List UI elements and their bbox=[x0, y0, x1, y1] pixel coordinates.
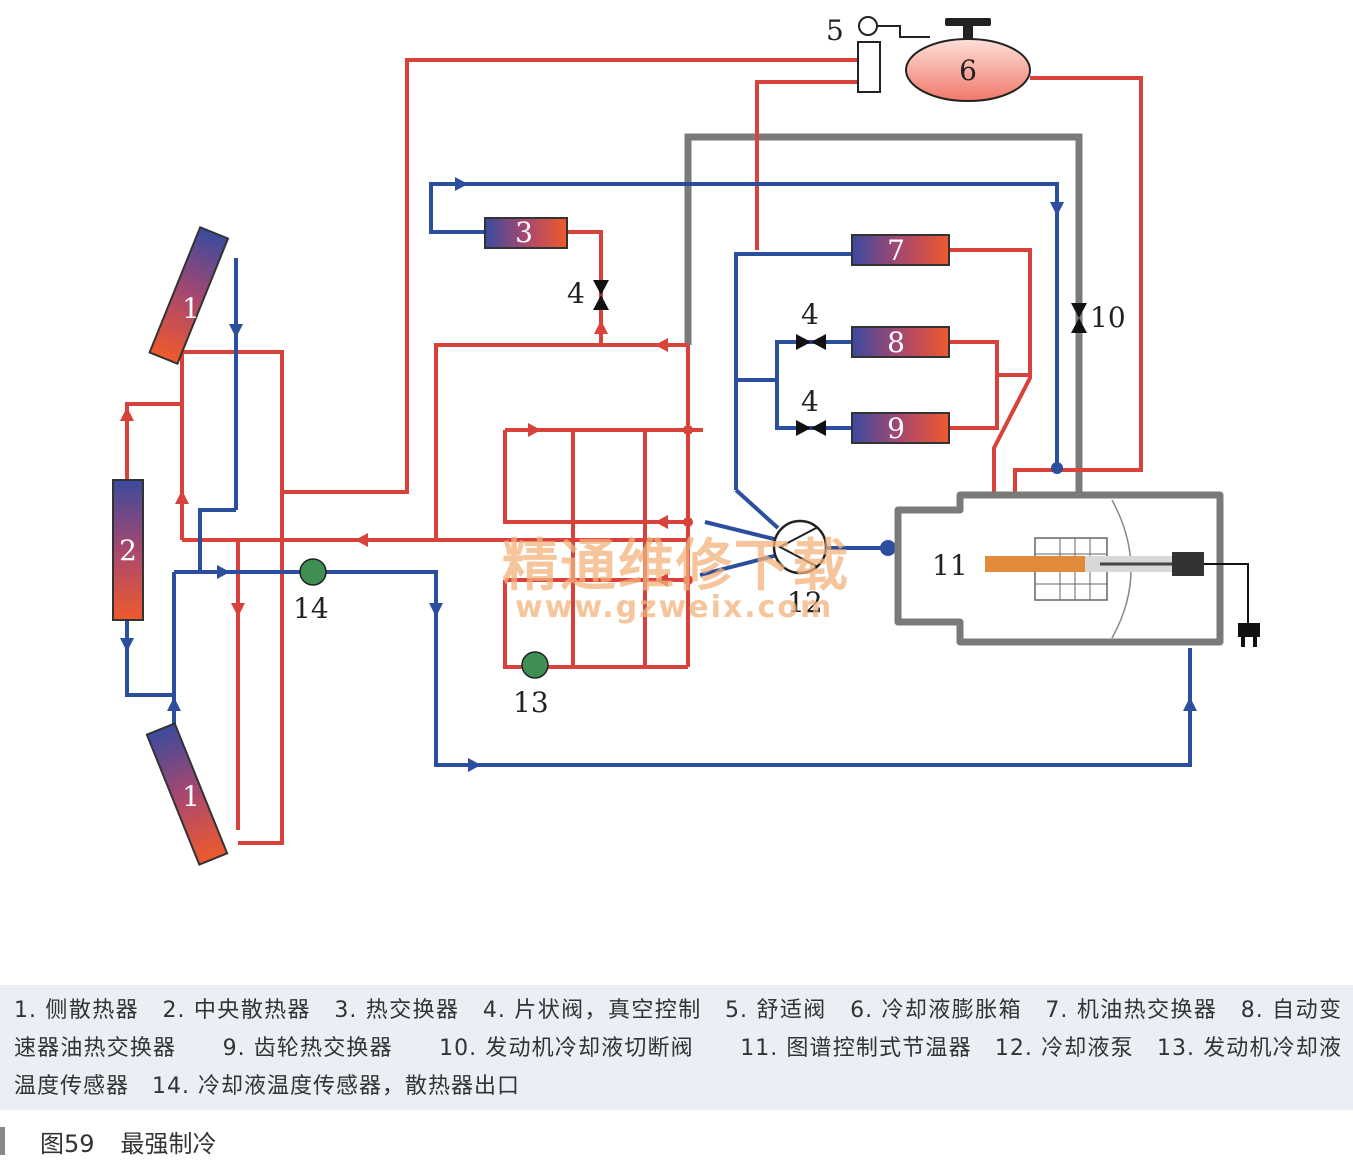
gear-heat-exchanger-9: 9 bbox=[851, 412, 950, 445]
svg-text:12: 12 bbox=[787, 586, 823, 619]
legend-panel bbox=[0, 985, 1353, 1110]
flap-valve-mid: 4 bbox=[796, 298, 826, 350]
svg-text:13: 13 bbox=[513, 686, 549, 719]
figure-number: 图59 bbox=[40, 1130, 95, 1158]
svg-text:2: 2 bbox=[119, 534, 137, 567]
engine-temp-sensor-13: 13 bbox=[513, 651, 549, 719]
atf-heat-exchanger-8: 8 bbox=[851, 326, 950, 359]
svg-text:4: 4 bbox=[567, 277, 585, 310]
heat-exchanger-3: 3 bbox=[484, 216, 568, 249]
svg-text:4: 4 bbox=[801, 385, 819, 418]
svg-text:1: 1 bbox=[182, 292, 200, 325]
svg-text:4: 4 bbox=[801, 298, 819, 331]
svg-text:6: 6 bbox=[959, 54, 977, 87]
svg-text:10: 10 bbox=[1090, 301, 1126, 334]
radiator-temp-sensor-14: 14 bbox=[293, 558, 329, 625]
svg-text:3: 3 bbox=[515, 216, 533, 249]
flap-valve-top: 4 bbox=[567, 277, 609, 310]
caption-marker bbox=[0, 1127, 5, 1155]
svg-text:5: 5 bbox=[826, 14, 844, 47]
svg-text:14: 14 bbox=[293, 592, 329, 625]
svg-text:7: 7 bbox=[887, 234, 905, 267]
svg-text:精通维修下载: 精通维修下载 bbox=[502, 534, 850, 599]
hot-coolant-lines bbox=[125, 58, 1143, 845]
cutoff-valve-10: 10 bbox=[1071, 301, 1126, 334]
watermark: 精通维修下载 www.gzweix.com bbox=[502, 534, 850, 625]
svg-text:8: 8 bbox=[887, 326, 905, 359]
coolant-pump-12: 12 bbox=[772, 519, 828, 619]
svg-text:11: 11 bbox=[932, 549, 968, 582]
side-radiator-bottom: 1 bbox=[145, 722, 229, 866]
cooling-system-diagram: 1 2 1 3 7 8 9 4 4 4 bbox=[112, 14, 1260, 866]
side-radiator-top: 1 bbox=[148, 225, 230, 365]
svg-text:1: 1 bbox=[182, 780, 200, 813]
figure-title: 最强制冷 bbox=[120, 1130, 217, 1158]
junction-dots bbox=[683, 425, 1063, 585]
flap-valve-low: 4 bbox=[796, 385, 826, 436]
legend-text: 1. 侧散热器 2. 中央散热器 3. 热交换器 4. 片状阀，真空控制 5. … bbox=[14, 998, 1342, 1099]
cold-coolant-lines bbox=[125, 182, 1192, 767]
comfort-valve-5: 5 bbox=[826, 14, 930, 93]
svg-text:9: 9 bbox=[887, 412, 905, 445]
central-radiator: 2 bbox=[112, 479, 144, 621]
figure-caption: 图59 最强制冷 bbox=[40, 1124, 217, 1159]
svg-text:www.gzweix.com: www.gzweix.com bbox=[515, 590, 833, 625]
expansion-tank-6: 6 bbox=[905, 18, 1031, 102]
thermostat-11: 11 bbox=[894, 491, 1260, 647]
oil-heat-exchanger-7: 7 bbox=[851, 234, 950, 267]
